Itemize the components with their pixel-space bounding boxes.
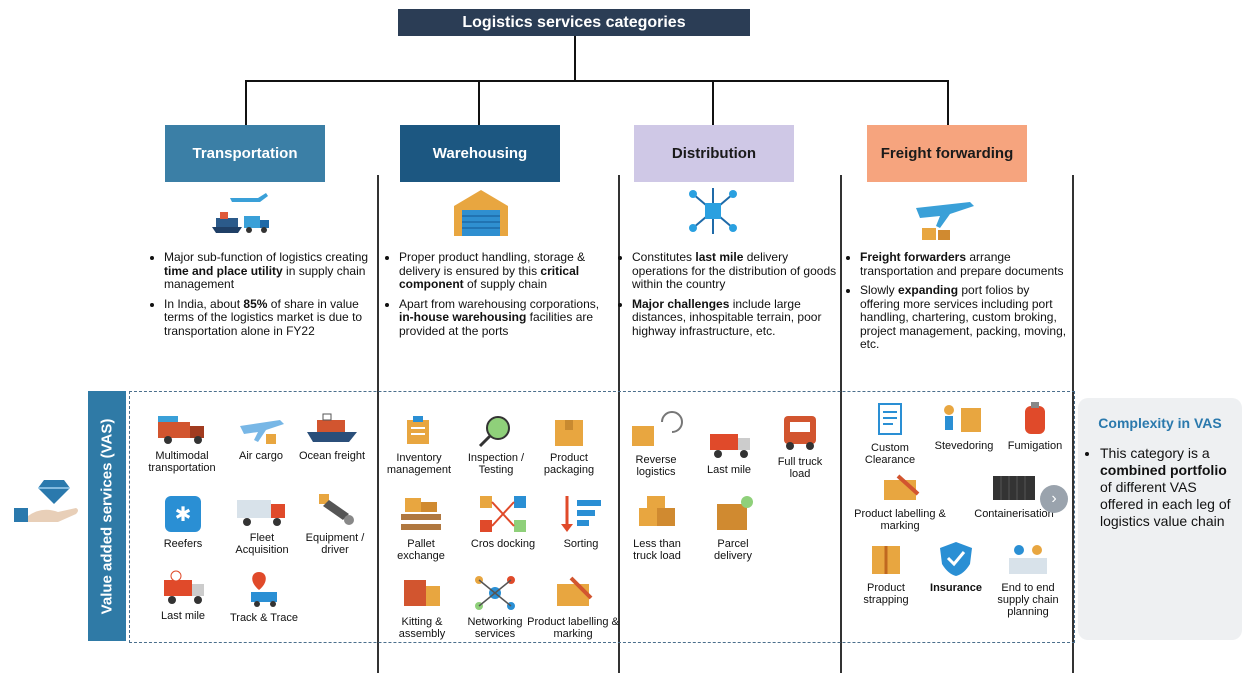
freight-forwarding-bullets: Freight forwarders arrange transportatio… (846, 250, 1068, 358)
vas-fumigation: Fumigation (998, 400, 1072, 452)
bullet-item: Proper product handling, storage & deliv… (399, 250, 611, 292)
category-freight-forwarding: Freight forwarding (867, 125, 1027, 182)
svg-text:✱: ✱ (175, 502, 192, 526)
vas-reverse-logistics: Reverse logistics (624, 410, 688, 478)
bullet-item: Constitutes last mile delivery operation… (632, 250, 838, 292)
connector-line (712, 80, 714, 125)
fumigation-icon (1025, 402, 1045, 434)
vas-networking-services: Networking services (458, 574, 532, 640)
column-divider (377, 175, 379, 673)
delivery-truck-icon (164, 570, 204, 604)
vas-inspection-testing: Inspection / Testing (458, 414, 534, 476)
document-icon (878, 403, 902, 435)
ship-icon (307, 413, 357, 442)
pallet-icon (401, 498, 441, 530)
vas-product-labelling-freight: Product labelling & marking (842, 474, 958, 532)
multimodal-icon (158, 416, 204, 444)
complexity-text: This category is a combined portfolio of… (1086, 445, 1236, 530)
category-distribution: Distribution (634, 125, 794, 182)
vas-less-than-truck-load: Less than truck load (624, 494, 690, 562)
vas-product-labelling-warehouse: Product labelling & marking (524, 574, 622, 640)
warehousing-bullets: Proper product handling, storage & deliv… (385, 250, 611, 344)
vas-parcel-delivery: Parcel delivery (700, 494, 766, 562)
connector-line (574, 36, 576, 81)
column-divider (840, 175, 842, 673)
chevron-right-icon[interactable]: › (1040, 485, 1068, 513)
distribution-bullets: Constitutes last mile delivery operation… (618, 250, 838, 344)
vas-product-strapping: Product strapping (852, 540, 920, 606)
diamond-hand-icon (14, 480, 78, 522)
vas-cross-docking: Cros docking (460, 494, 546, 550)
labelling-icon (884, 474, 920, 500)
vas-product-packaging: Product packaging (534, 414, 604, 476)
equipment-icon (319, 494, 354, 525)
planning-icon (1009, 545, 1047, 574)
column-divider (618, 175, 620, 673)
vas-fleet-acquisition: Fleet Acquisition (226, 494, 298, 556)
vas-kitting-assembly: Kitting & assembly (388, 574, 456, 640)
bullet-item: Slowly expanding port folios by offering… (860, 283, 1068, 352)
vas-air-cargo: Air cargo (228, 412, 294, 462)
magnifier-check-icon (478, 416, 510, 448)
networking-icon (475, 576, 515, 610)
cross-docking-icon (480, 496, 526, 532)
shield-icon (940, 542, 972, 576)
bullet-item: In India, about 85% of share in value te… (164, 297, 372, 339)
vas-containerisation: Containerisation (962, 474, 1066, 520)
connector-line (245, 80, 247, 125)
air-cargo-icon (240, 420, 284, 444)
column-divider (1072, 175, 1074, 673)
vas-equipment-driver: Equipment / driver (298, 490, 372, 556)
airplane-cargo-icon (916, 202, 974, 240)
connector-line (478, 80, 480, 125)
vas-track-trace: Track & Trace (224, 570, 304, 624)
bullet-item: Major challenges include large distances… (632, 297, 838, 339)
category-warehousing: Warehousing (400, 125, 560, 182)
connector-line (947, 80, 949, 125)
bullet-item: Freight forwarders arrange transportatio… (860, 250, 1068, 278)
category-transportation: Transportation (165, 125, 325, 182)
vas-inventory-management: Inventory management (380, 414, 458, 476)
sorting-icon (561, 496, 601, 532)
ship-plane-truck-icon (212, 193, 269, 233)
kitting-icon (404, 580, 440, 606)
bullet-item: Apart from warehousing corporations, in-… (399, 297, 611, 339)
vas-sorting: Sorting (548, 494, 614, 550)
inventory-icon (407, 416, 429, 444)
vas-last-mile-transport: Last mile (148, 570, 218, 622)
vas-pallet-exchange: Pallet exchange (388, 494, 454, 562)
location-truck-icon (251, 572, 277, 607)
vas-ocean-freight: Ocean freight (292, 412, 372, 462)
vas-stevedoring: Stevedoring (926, 402, 1002, 452)
vas-end-to-end-planning: End to end supply chain planning (990, 540, 1066, 618)
vas-custom-clearance: Custom Clearance (850, 402, 930, 466)
diagram-title: Logistics services categories (398, 9, 750, 36)
boxes-icon (639, 496, 675, 526)
container-icon (993, 476, 1035, 500)
vas-multimodal-transportation: Multimodal transportation (140, 412, 224, 474)
reefer-icon: ✱ (165, 496, 201, 532)
reverse-icon (632, 411, 683, 446)
network-distribution-icon (689, 188, 737, 234)
complexity-title: Complexity in VAS (1098, 415, 1222, 431)
parcel-icon (717, 496, 753, 530)
bullet-item: Major sub-function of logistics creating… (164, 250, 372, 292)
complexity-panel (1078, 398, 1242, 640)
delivery-truck-icon (710, 434, 750, 458)
labelling-icon (557, 576, 593, 606)
vas-last-mile-distribution: Last mile (696, 424, 762, 476)
strapped-box-icon (872, 546, 900, 574)
vas-container (129, 391, 1075, 643)
box-icon (555, 420, 583, 446)
connector-line (245, 80, 949, 82)
vas-insurance: Insurance (922, 540, 990, 594)
vas-full-truck-load: Full truck load (770, 412, 830, 480)
stevedore-icon (944, 405, 981, 432)
transportation-bullets: Major sub-function of logistics creating… (150, 250, 372, 344)
full-truck-icon (784, 416, 816, 450)
vas-reefers: ✱ Reefers (148, 494, 218, 550)
vas-label: Value added services (VAS) (88, 391, 126, 641)
warehouse-icon (454, 190, 508, 236)
truck-icon (237, 500, 285, 526)
